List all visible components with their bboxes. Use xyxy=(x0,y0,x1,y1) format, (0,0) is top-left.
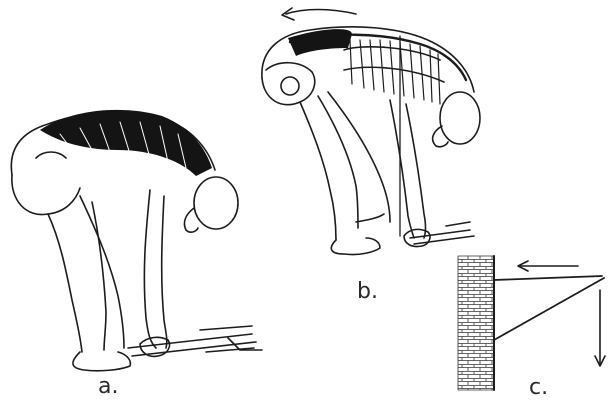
figure-a-back-muscles xyxy=(40,110,212,176)
figure-b-leg-front xyxy=(300,102,336,240)
label-c: c. xyxy=(529,377,548,399)
figure-b-foot xyxy=(331,238,380,255)
figure-a xyxy=(11,110,262,371)
figure-b-ribs xyxy=(350,40,440,104)
label-a: a. xyxy=(98,376,118,398)
figure-a-hip xyxy=(12,175,80,215)
diagram-c-wall xyxy=(458,256,494,390)
figure-b xyxy=(262,8,480,255)
diagram-c-strut xyxy=(494,278,604,340)
figure-b-pelvis xyxy=(262,63,315,105)
diagram-c-arm xyxy=(494,276,602,280)
figure-b-bar xyxy=(410,222,474,244)
figure-b-leg-back xyxy=(328,92,390,222)
diagram-c xyxy=(458,256,605,390)
figure-a-arm xyxy=(144,190,156,348)
figure-a-head xyxy=(194,177,238,229)
figure-b-head xyxy=(440,92,480,144)
figure-a-leg-back xyxy=(92,202,106,350)
figure-b-arrow xyxy=(286,10,356,15)
figure-a-leg-front xyxy=(48,214,82,352)
figure-a-foot xyxy=(73,352,130,371)
label-b: b. xyxy=(357,281,378,303)
figure-b-arm xyxy=(390,100,414,238)
